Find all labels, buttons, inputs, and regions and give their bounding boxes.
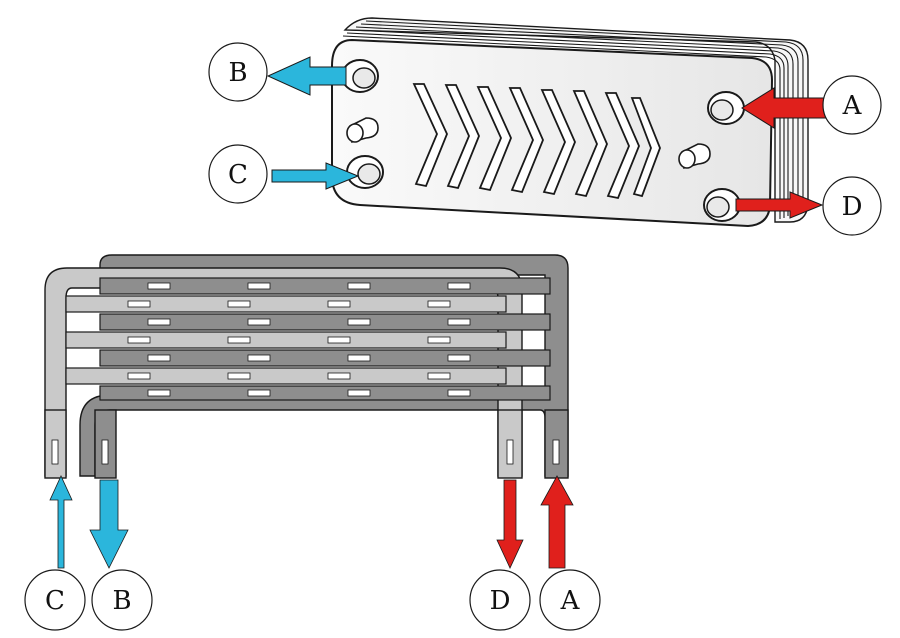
- port-label-c-bottom: C: [24, 569, 86, 631]
- label-text: C: [45, 586, 65, 616]
- label-text: A: [842, 91, 863, 121]
- port-a-top: [707, 91, 745, 125]
- plate-stack-edges: [343, 17, 809, 223]
- arrow-in-icon: [741, 87, 827, 129]
- label-text: C: [228, 160, 248, 190]
- channel-light: [65, 295, 507, 313]
- chevron-icon: [572, 90, 608, 198]
- port-label-d-bottom: D: [469, 569, 531, 631]
- chevron-icon: [444, 84, 480, 190]
- label-text: D: [842, 192, 863, 222]
- channel-dark: [99, 385, 551, 401]
- exchanger-body: [331, 17, 809, 228]
- stud-left: [346, 117, 379, 144]
- channel-plates: [65, 277, 551, 401]
- front-plate: [331, 38, 774, 228]
- chevron-icon: [412, 83, 448, 188]
- channel-flow-marks: [127, 282, 471, 397]
- arrow-out-icon: [49, 475, 73, 569]
- chevron-icon: [476, 86, 512, 192]
- top-flow-arrows: [266, 56, 827, 219]
- label-text: B: [112, 586, 131, 616]
- port-label-a-top: A: [822, 75, 882, 135]
- label-text: A: [560, 586, 581, 616]
- port-label-b-top: B: [208, 42, 268, 102]
- channel-dark: [99, 277, 551, 295]
- chevron-icon: [604, 92, 640, 200]
- port-d-top: [703, 188, 741, 222]
- chevron-pattern: [412, 83, 661, 200]
- bottom-flow-arrows: [49, 475, 574, 569]
- label-text: B: [228, 58, 247, 88]
- chevron-icon: [508, 87, 544, 194]
- marks-row: [127, 282, 471, 397]
- port-label-c-top: C: [208, 144, 268, 204]
- port-label-d-top: D: [822, 176, 882, 236]
- port-label-b-bottom: B: [91, 569, 153, 631]
- chevron-icon: [540, 89, 576, 196]
- chevron-icon: [630, 97, 661, 198]
- arrow-out-icon: [89, 479, 129, 569]
- plate-stack-lines: [342, 20, 804, 219]
- channel-diagram: [44, 254, 569, 479]
- port-b-top: [341, 59, 379, 93]
- channel-dark: [99, 349, 551, 367]
- channel-light: [65, 367, 507, 385]
- arrow-in-icon: [271, 162, 360, 190]
- port-c-top: [346, 155, 384, 189]
- arrow-in-icon: [540, 475, 574, 569]
- arrow-in-icon: [496, 479, 524, 569]
- port-label-a-bottom: A: [539, 569, 601, 631]
- label-text: D: [490, 586, 511, 616]
- pipe-flow-marks: [51, 439, 560, 465]
- channel-dark: [99, 313, 551, 331]
- port-pipes: [44, 409, 569, 479]
- arrow-out-icon: [735, 191, 824, 219]
- arrow-out-icon: [266, 56, 347, 96]
- stud-right: [678, 143, 711, 170]
- channel-light: [65, 331, 507, 349]
